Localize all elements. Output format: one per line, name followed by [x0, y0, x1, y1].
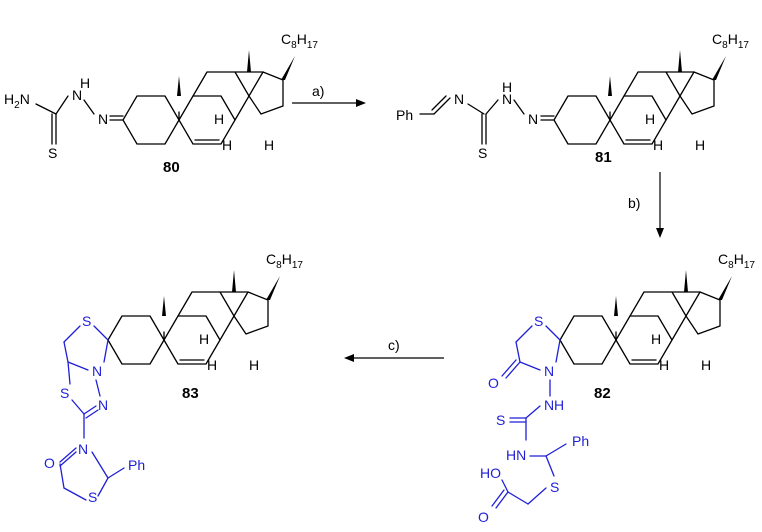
compound-81: C8H17 H H H N N H S N Ph 81 — [396, 31, 749, 166]
c81-ph: Ph — [396, 107, 413, 123]
c80-h-nh: H — [80, 75, 90, 91]
arrow-step-b: b) — [628, 172, 664, 238]
c82-n2: N — [544, 397, 554, 413]
c83-o: O — [44, 455, 55, 471]
c83-h1: H — [199, 331, 209, 347]
c83-h2: H — [207, 357, 217, 373]
c83-n3: N — [78, 441, 88, 457]
c81-h1: H — [645, 111, 655, 127]
compound-80: C8H17 H H H N N H S H2N 80 — [4, 31, 318, 176]
c82-s2: S — [496, 412, 505, 428]
c82-nh: HN — [506, 447, 526, 463]
c81-h3: H — [695, 137, 705, 153]
c81-n-imine: N — [454, 91, 464, 107]
c80-h3: H — [264, 137, 274, 153]
c80-h2n: H2N — [4, 91, 30, 111]
c82-s1: S — [534, 313, 543, 329]
c83-s3: S — [88, 489, 97, 505]
compound-83: C8H17 H H H S N S N N O S — [44, 251, 303, 505]
c83-fused-heterocycle: S N S N N O S Ph — [44, 313, 145, 505]
c83-h3: H — [249, 357, 259, 373]
c82-thiazolidinone: S N O N H S HN Ph S HO — [478, 313, 589, 525]
step-c-label: c) — [388, 337, 400, 353]
c82-number: 82 — [594, 385, 611, 402]
c81-h-nh: H — [502, 79, 512, 95]
c82-h3: H — [701, 357, 711, 373]
c83-ph: Ph — [128, 457, 145, 473]
c82-h-n2: H — [554, 397, 564, 413]
c83-s2: S — [60, 385, 69, 401]
c82-n1: N — [544, 363, 554, 379]
c82-o1: O — [488, 375, 499, 391]
arrow-step-a: a) — [292, 83, 366, 107]
c80-number: 80 — [163, 159, 180, 176]
c80-n2: N — [98, 111, 108, 127]
c80-s: S — [48, 145, 57, 161]
step-b-label: b) — [628, 195, 640, 211]
c82-o2: O — [478, 509, 489, 525]
c82-h2: H — [659, 357, 669, 373]
arrow-step-c: c) — [344, 337, 444, 362]
c81-n2: N — [528, 111, 538, 127]
c80-nh: N — [72, 87, 82, 103]
c80-h2: H — [222, 137, 232, 153]
c83-n1: N — [92, 363, 102, 379]
c81-number: 81 — [595, 149, 612, 166]
compound-82: C8H17 H H H S N O N H S HN Ph — [478, 251, 755, 525]
c81-h2: H — [653, 137, 663, 153]
c83-s1: S — [82, 313, 91, 329]
c82-s3: S — [550, 479, 559, 495]
c82-side-chain: C8H17 — [718, 251, 755, 271]
c81-side-chain: C8H17 — [712, 31, 749, 51]
step-a-label: a) — [312, 83, 324, 99]
c83-n2: N — [98, 397, 108, 413]
c82-ph: Ph — [572, 433, 589, 449]
c81-s: S — [478, 145, 487, 161]
c82-ho: HO — [480, 465, 501, 481]
c83-side-chain: C8H17 — [266, 251, 303, 271]
c81-nh: N — [502, 91, 512, 107]
c82-h1: H — [651, 331, 661, 347]
c83-number: 83 — [182, 385, 199, 402]
c80-h1: H — [214, 111, 224, 127]
c80-side-chain: C8H17 — [281, 31, 318, 51]
